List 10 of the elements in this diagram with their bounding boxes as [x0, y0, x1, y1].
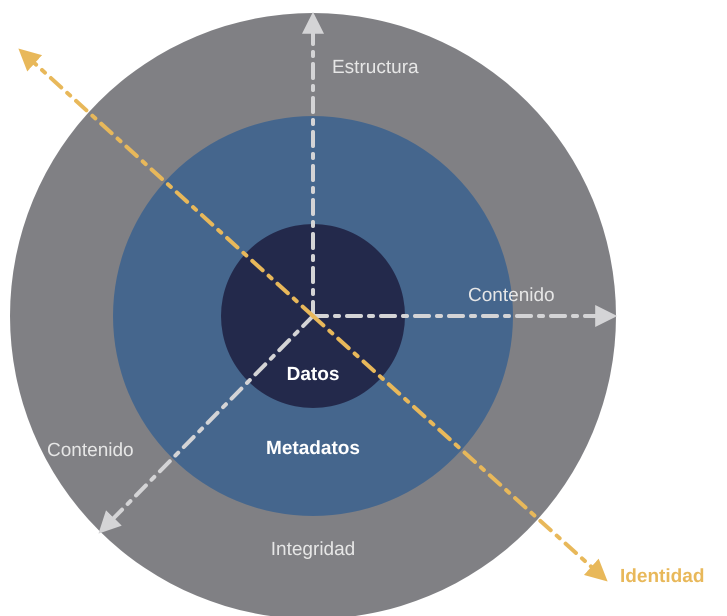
arrow	[18, 48, 315, 318]
ring-label: Metadatos	[266, 438, 360, 460]
axis-label: Contenido	[47, 440, 134, 462]
axis-label: Contenido	[468, 285, 555, 307]
arrow	[311, 314, 608, 582]
axis-label: Estructura	[332, 57, 419, 79]
arrow	[98, 314, 315, 534]
ring-label: Datos	[286, 364, 340, 386]
ring-label: Integridad	[270, 539, 356, 561]
axis-label: Identidad	[620, 566, 704, 588]
